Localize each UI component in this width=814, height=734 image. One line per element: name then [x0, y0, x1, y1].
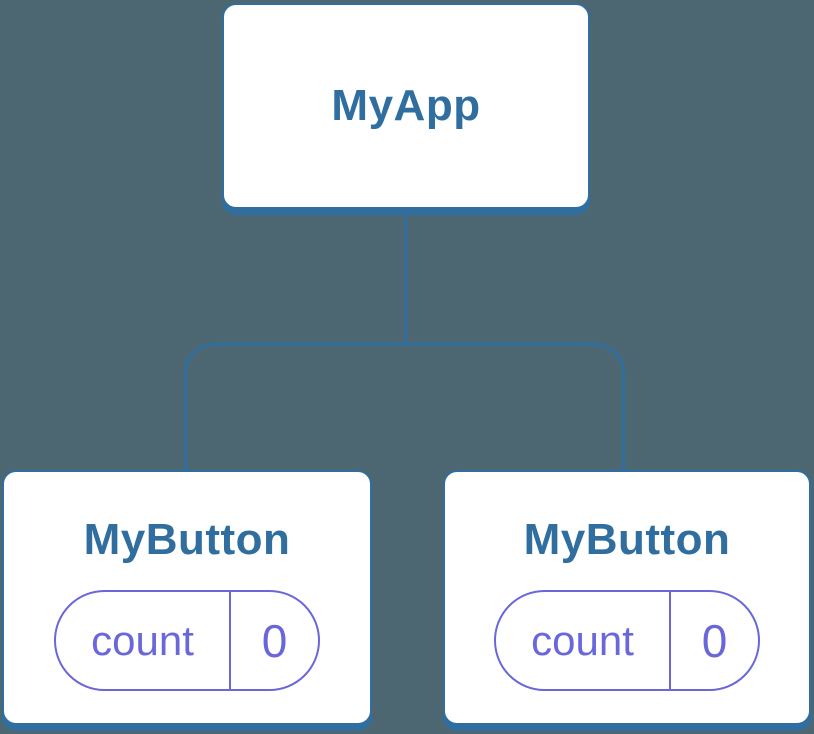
connector-branch-bracket: [184, 343, 625, 470]
node-myapp-label: MyApp: [331, 81, 481, 130]
node-mybutton-right-label: MyButton: [523, 515, 731, 564]
node-mybutton-left: MyButton count 0: [2, 470, 372, 725]
node-mybutton-left-label: MyButton: [83, 515, 291, 564]
node-myapp: MyApp: [222, 3, 590, 209]
connector-trunk-line: [404, 210, 407, 346]
state-pill: count 0: [494, 590, 760, 691]
state-pill-divider: [229, 592, 231, 689]
state-value: 0: [261, 614, 288, 667]
state-pill-divider: [669, 592, 671, 689]
state-value: 0: [701, 614, 728, 667]
node-mybutton-right: MyButton count 0: [443, 470, 811, 725]
state-key-label: count: [91, 616, 194, 664]
state-pill: count 0: [54, 590, 320, 691]
state-key-label: count: [531, 616, 634, 664]
